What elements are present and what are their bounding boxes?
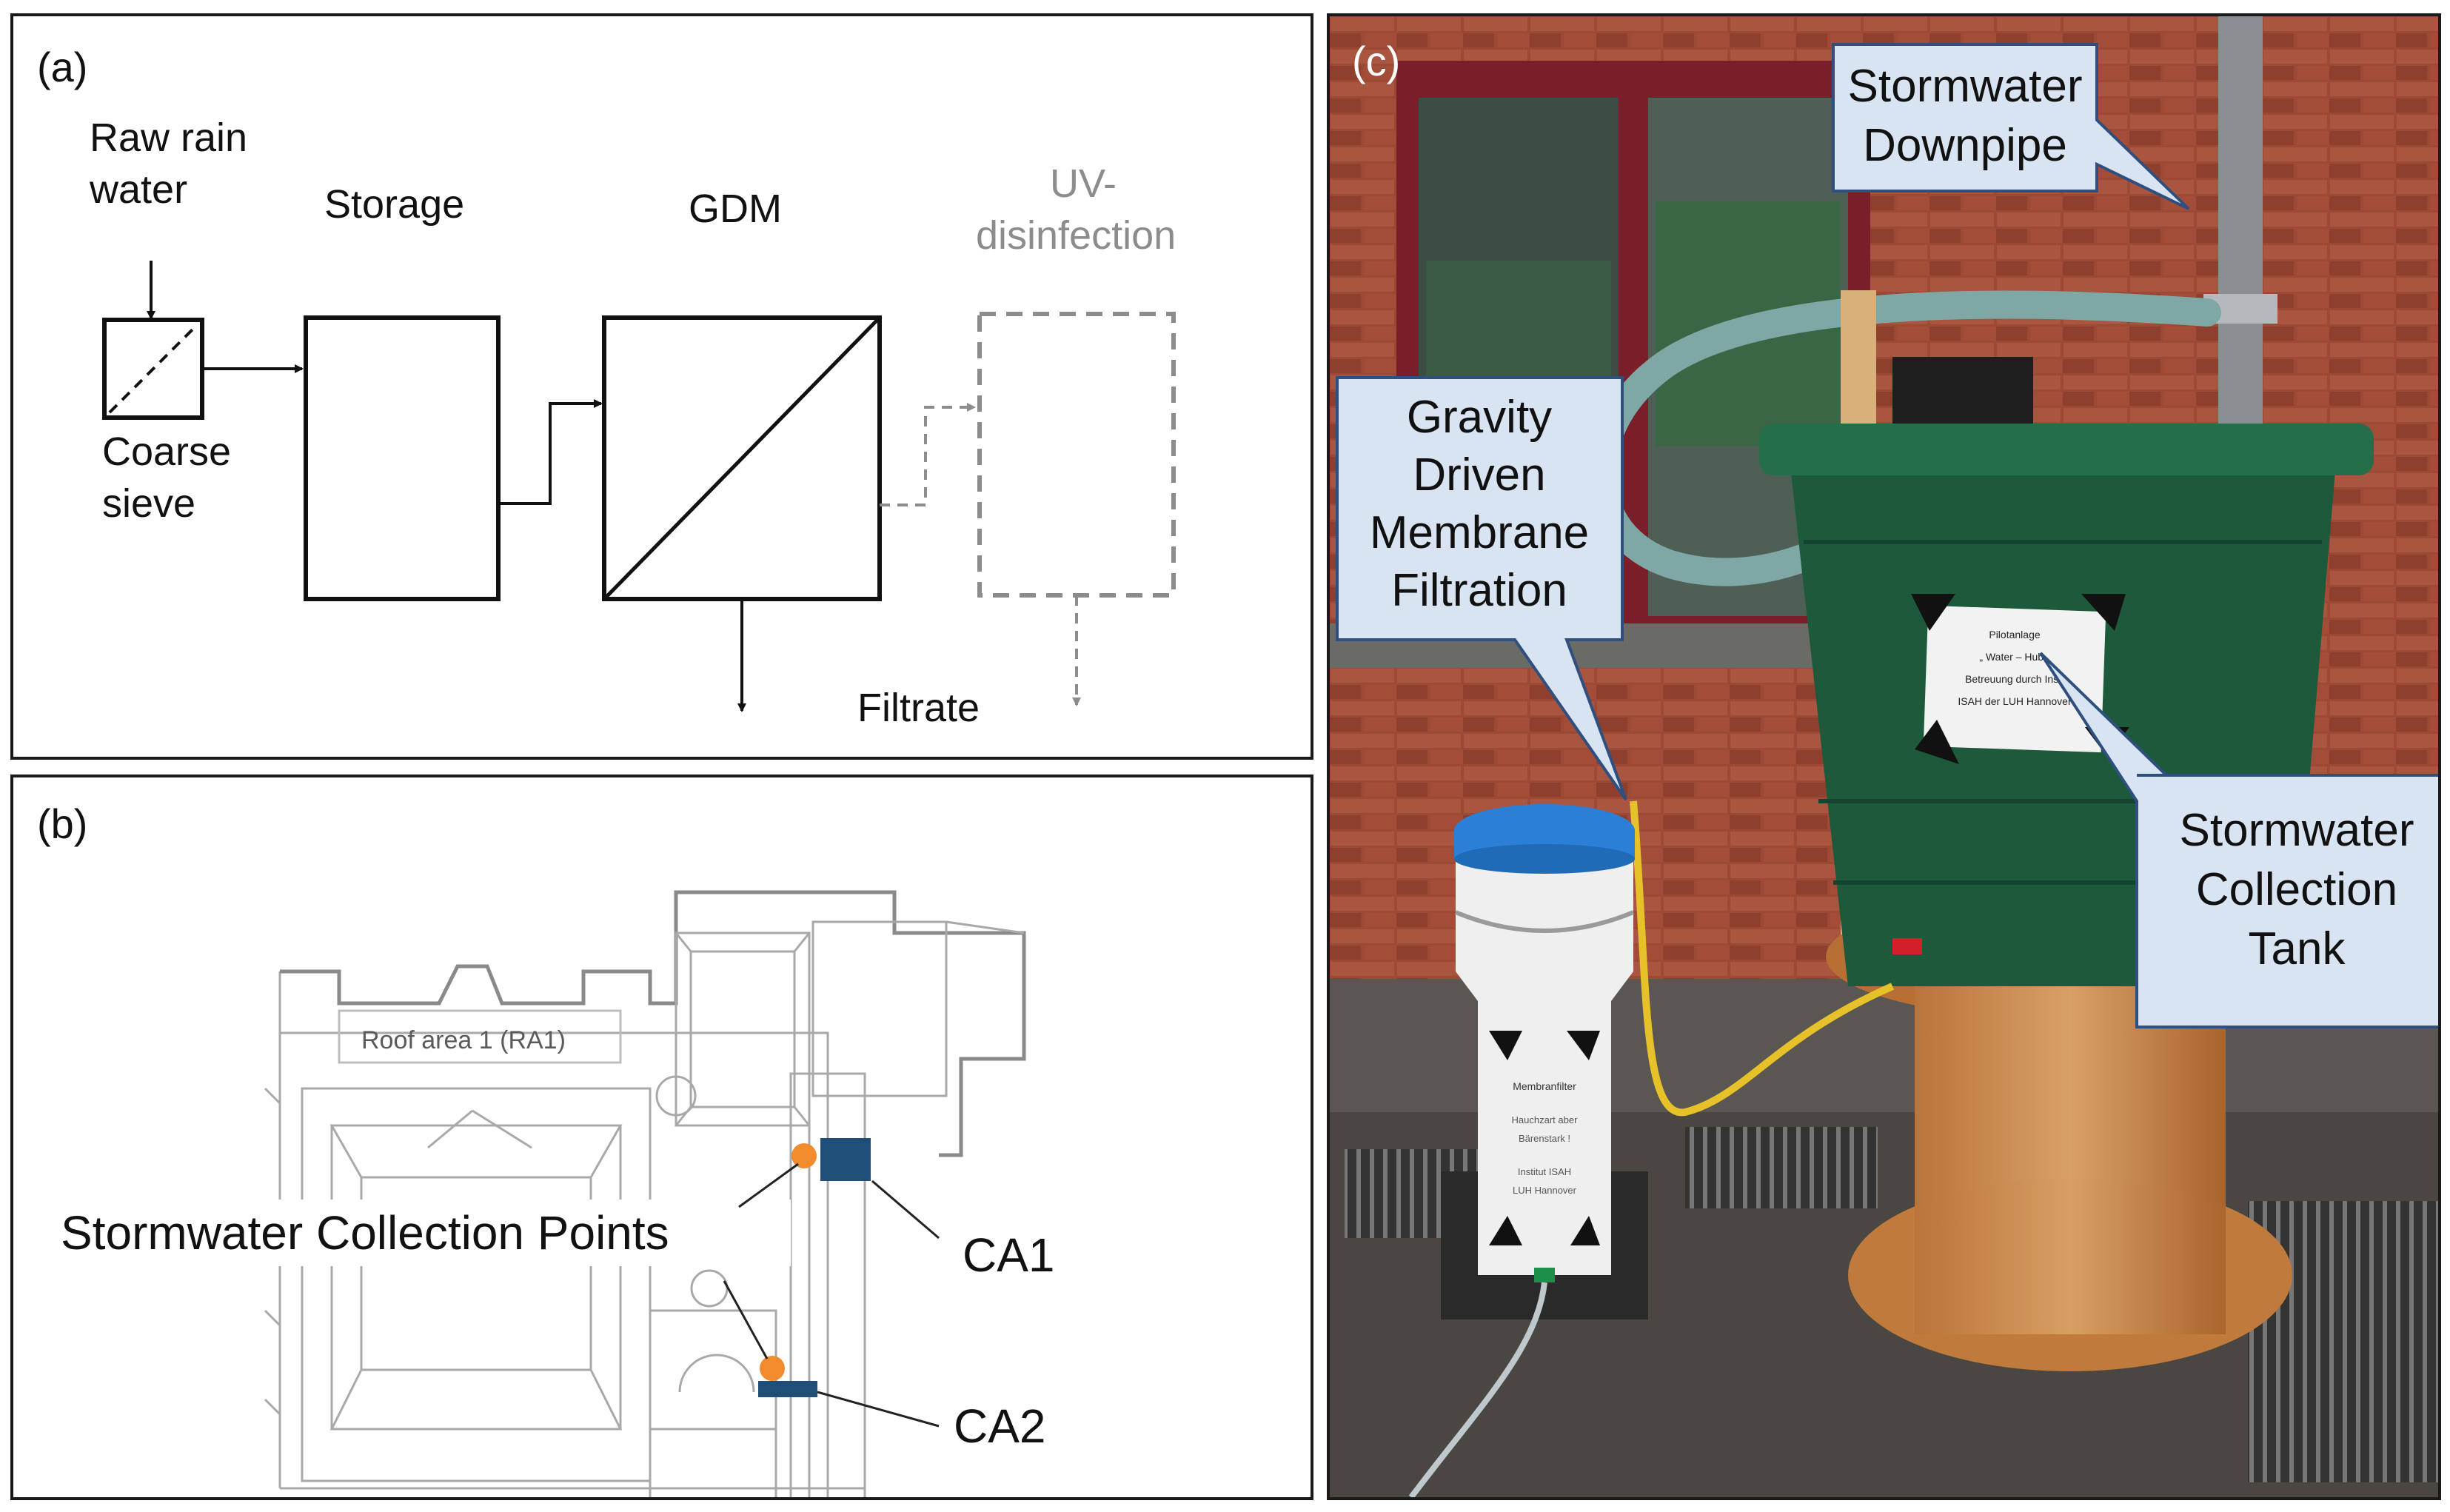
- callout-gdm-line-4: Filtration: [1391, 565, 1567, 616]
- uv-disinfection-box: [977, 312, 1176, 598]
- ca2-collection-point: [760, 1356, 785, 1381]
- ca2-label: CA2: [954, 1399, 1046, 1453]
- collection-points-label: Stormwater Collection Points: [61, 1206, 669, 1260]
- callout-downpipe-line-2: Downpipe: [1863, 120, 2067, 171]
- tank-sign-line-1: Pilotanlage: [1989, 629, 2040, 640]
- ca1-tank-marker: [820, 1138, 871, 1181]
- uv-label-line2: disinfection: [976, 213, 1176, 258]
- bucket-tap: [1534, 1268, 1555, 1282]
- storage-to-gdm-arrow: [498, 399, 603, 505]
- leader-to-ca2-label: [817, 1391, 940, 1428]
- pilot-plant-photo-panel: Pilotanlage „ Water – Hub „ Betreuung du…: [1327, 13, 2441, 1500]
- callout-tank-line-2: Collection: [2196, 864, 2397, 915]
- raw-rain-water-label-line2: water: [89, 167, 187, 212]
- gdm-label: GDM: [689, 187, 782, 231]
- tank-sign-line-3: Betreuung durch Inst.: [1965, 673, 2064, 685]
- outlet-hose: [1408, 1282, 1547, 1497]
- process-flow-diagram: (a) Raw rain water Coarse sieve Storage …: [37, 44, 1176, 730]
- tank-sign-line-2: „ Water – Hub „: [1979, 651, 2050, 663]
- bucket-sign-line-3: Bärenstark !: [1519, 1133, 1570, 1144]
- ca2-tank-marker: [758, 1381, 817, 1397]
- bucket-sign-line-4: Institut ISAH: [1518, 1166, 1571, 1177]
- filtrate-label: Filtrate: [857, 686, 980, 730]
- callout-gdm: Gravity Driven Membrane Filtration: [1336, 376, 1627, 801]
- callout-downpipe-line-1: Stormwater: [1848, 61, 2083, 112]
- tank-sign-line-4: ISAH der LUH Hannover: [1958, 695, 2072, 707]
- downpipe: [2218, 16, 2263, 431]
- bucket-sign-line-5: LUH Hannover: [1513, 1185, 1577, 1196]
- roof-area-label: Roof area 1 (RA1): [361, 1026, 566, 1054]
- callout-tank-line-1: Stormwater: [2180, 805, 2414, 856]
- storage-box: [304, 315, 501, 601]
- roof-plan-drawing: (b): [37, 800, 1055, 1497]
- tank-tap: [1892, 938, 1922, 954]
- coarse-sieve-label-line2: sieve: [102, 481, 195, 526]
- callout-gdm-line-2: Driven: [1413, 449, 1545, 501]
- coarse-sieve-diagonal: [108, 324, 198, 414]
- ca1-collection-point: [791, 1143, 817, 1168]
- callout-tank-line-3: Tank: [2249, 923, 2346, 974]
- coarse-sieve-label-line1: Coarse: [102, 429, 231, 474]
- callout-gdm-line-1: Gravity: [1407, 392, 1552, 443]
- leader-to-ca2-point: [723, 1280, 769, 1359]
- panel-c-label: (c): [1352, 38, 1400, 84]
- drain-grate-center: [1685, 1127, 1878, 1208]
- roof-plan-panel: (b): [10, 775, 1313, 1500]
- drum-slats: [1915, 1068, 2226, 1334]
- bucket-sign-line-1: Membranfilter: [1513, 1080, 1576, 1092]
- foam-filter-block: [1892, 357, 2033, 424]
- connecting-hose: [1630, 800, 1895, 1117]
- ca1-label: CA1: [963, 1228, 1055, 1282]
- panel-a-label: (a): [37, 44, 87, 90]
- gdm-membrane-diagonal: [605, 318, 879, 598]
- raw-rain-water-label-line1: Raw rain: [90, 116, 247, 160]
- callout-tank: Stormwater Collection Tank: [2039, 652, 2438, 1028]
- leader-to-ca1-label: [871, 1180, 940, 1240]
- gdm-to-uv-arrow: [880, 403, 976, 506]
- process-flow-panel: (a) Raw rain water Coarse sieve Storage …: [10, 13, 1313, 760]
- panel-b-label: (b): [37, 800, 87, 847]
- collection-label-backdrop: [58, 1200, 791, 1266]
- leader-to-ca1-point: [738, 1163, 799, 1208]
- bucket-sign-line-2: Hauchzart aber: [1512, 1114, 1579, 1125]
- pilot-plant-photo: Pilotanlage „ Water – Hub „ Betreuung du…: [1330, 16, 2438, 1497]
- storage-label: Storage: [324, 182, 464, 227]
- uv-label-line1: UV-: [1050, 161, 1117, 206]
- building-outline: [264, 890, 1026, 1497]
- callout-downpipe: Stormwater Downpipe: [1832, 43, 2190, 210]
- callout-gdm-line-3: Membrane: [1370, 507, 1589, 558]
